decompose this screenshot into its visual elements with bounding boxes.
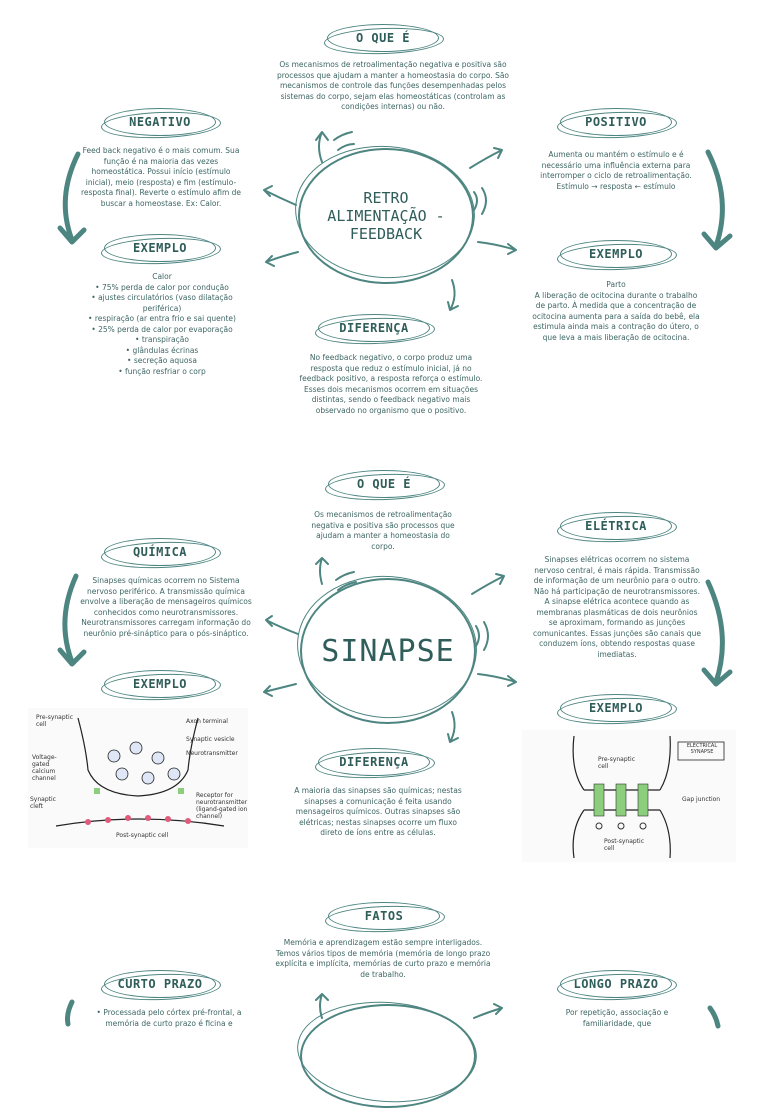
diferenca-text: No feedback negativo, o corpo produz uma…: [299, 353, 483, 415]
list-item: • função resfriar o corp: [118, 366, 206, 376]
oque-pill: O QUE É: [328, 470, 440, 498]
exemplo-right-pill: EXEMPLO: [560, 694, 672, 722]
curved-arrow-right: [707, 1005, 721, 1029]
exemplo-left-list: Calor • 75% perda de calor por condução …: [72, 272, 252, 377]
list-item: A liberação de ocitocina durante o traba…: [532, 290, 700, 342]
chemical-synapse-illustration: Pre-synaptic cell Axon terminal Synaptic…: [28, 708, 248, 848]
list-item: • 75% perda de calor por condução: [95, 282, 229, 292]
list-item: • transpiração: [135, 335, 189, 344]
eletrica-text: Sinapses elétricas ocorrem no sistema ne…: [532, 555, 701, 659]
fatos-text: Memória e aprendizagem estão sempre inte…: [275, 938, 491, 979]
list-item: • 25% perda de calor por evaporação: [91, 324, 233, 334]
diferenca-pill: DIFERENÇA: [318, 314, 430, 342]
curved-arrow-left: [57, 151, 87, 245]
section-memoria: FATOS Memória e aprendizagem estão sempr…: [0, 870, 768, 1108]
vesicle-label: Synaptic vesicle: [186, 736, 235, 743]
connector-arrows: [263, 131, 517, 311]
section-sinapse: O QUE É Os mecanismos de retroalimentaçã…: [0, 430, 768, 870]
electrical-synapse-illustration: ELECTRICAL SYNAPSE Pre-synaptic cell Gap…: [522, 730, 736, 862]
curto-prazo-text: • Processada pelo córtex pré-frontal, a …: [96, 1008, 242, 1028]
axon-terminal-label: Axon terminal: [186, 718, 228, 725]
synaptic-cleft-label: Synaptic cleft: [30, 796, 56, 810]
exemplo-left-pill: EXEMPLO: [104, 670, 216, 698]
connector-arrows: [263, 557, 517, 743]
elec-post-label: Post-synaptic cell: [604, 838, 645, 852]
quimica-pill: QUÍMICA: [104, 538, 216, 566]
list-item: Parto: [606, 280, 626, 289]
connector-arrows: [315, 993, 503, 1019]
list-item: Calor: [152, 272, 172, 281]
longo-prazo-pill: LONGO PRAZO: [560, 970, 672, 998]
chemical-synapse-drawing: [55, 717, 225, 827]
list-item: • respiração (ar entra frio e sai quente…: [88, 314, 236, 323]
electrical-synapse-box-label: ELECTRICAL SYNAPSE: [686, 743, 718, 755]
curved-arrow-left: [65, 999, 75, 1027]
list-item: • secreção aquosa: [127, 356, 197, 365]
neurotransmitter-label: Neurotransmitter: [186, 750, 238, 757]
quimica-text: Sinapses químicas ocorrem no Sistema ner…: [80, 576, 252, 638]
section-feedback: O QUE É Os mecanismos de retroalimentaçã…: [0, 0, 768, 430]
positivo-pill: POSITIVO: [560, 108, 672, 136]
receptor-label: Receptor for neurotransmitter (ligand-ga…: [196, 792, 248, 820]
diferenca-text: A maioria das sinapses são químicas; nes…: [294, 786, 462, 837]
feedback-center-circle: RETRO ALIMENTAÇÃO - FEEDBACK: [298, 148, 474, 284]
curto-prazo-pill: CURTO PRAZO: [104, 970, 216, 998]
oque-text: Os mecanismos de retroalimentação negati…: [311, 510, 455, 551]
elec-pre-label: Pre-synaptic cell: [598, 756, 635, 770]
pre-synaptic-label: Pre-synaptic cell: [36, 714, 73, 728]
voltage-gated-label: Voltage-gated calcium channel: [32, 754, 57, 782]
exemplo-right-text: Parto A liberação de ocitocina durante o…: [532, 280, 700, 343]
list-item: • glândulas écrinas: [125, 345, 199, 355]
gap-junction-label: Gap junction: [682, 796, 721, 803]
positivo-text: Aumenta ou mantém o estímulo e é necessá…: [540, 150, 692, 191]
list-item: • ajustes circulatórios (vaso dilatação …: [91, 293, 233, 313]
oque-text: Os mecanismos de retroalimentação negati…: [276, 60, 510, 111]
post-synaptic-label: Post-synaptic cell: [116, 832, 169, 839]
fatos-pill: FATOS: [328, 902, 440, 930]
oque-pill: O QUE É: [327, 24, 439, 52]
diferenca-pill: DIFERENÇA: [318, 748, 430, 776]
longo-prazo-text: Por repetição, associação e familiaridad…: [565, 1008, 669, 1028]
sinapse-center-circle: SINAPSE: [300, 578, 476, 724]
curved-arrow-right: [701, 149, 733, 251]
exemplo-right-pill: EXEMPLO: [560, 240, 672, 268]
curved-arrow-left: [57, 573, 87, 667]
electrical-synapse-drawing: [572, 735, 725, 859]
eletrica-pill: ELÉTRICA: [560, 512, 672, 540]
negativo-text: Feed back negativo é o mais comum. Sua f…: [80, 146, 242, 208]
exemplo-left-pill: EXEMPLO: [104, 234, 216, 262]
curved-arrow-right: [701, 579, 733, 687]
negativo-pill: NEGATIVO: [104, 108, 216, 136]
